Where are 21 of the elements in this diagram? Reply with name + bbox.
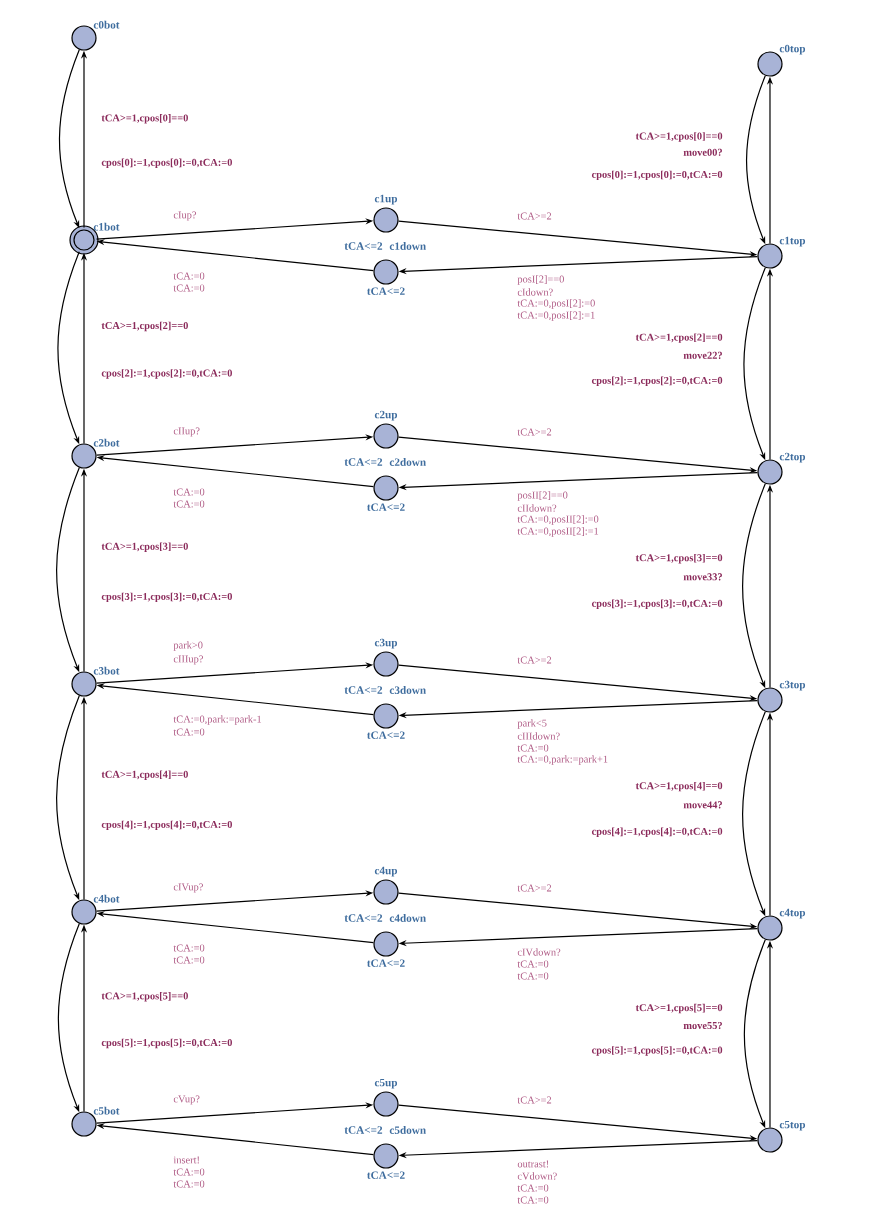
location-circle xyxy=(373,207,399,233)
location-circle xyxy=(757,51,783,77)
location-circle xyxy=(373,259,399,285)
location-circle xyxy=(71,25,97,51)
location-circle xyxy=(373,1091,399,1117)
location-circle xyxy=(373,475,399,501)
location-circle xyxy=(373,879,399,905)
location-circle xyxy=(71,899,97,925)
location-circle xyxy=(71,671,97,697)
location-circle xyxy=(757,243,783,269)
location-circle xyxy=(757,915,783,941)
location-circle xyxy=(373,703,399,729)
location-circle xyxy=(757,687,783,713)
location-circle xyxy=(373,1143,399,1169)
location-circle xyxy=(373,651,399,677)
location-circle xyxy=(757,459,783,485)
location-circle xyxy=(757,1127,783,1153)
location-circle xyxy=(373,423,399,449)
location-circle xyxy=(71,443,97,469)
location-circle xyxy=(71,1111,97,1137)
location-circle xyxy=(373,931,399,957)
